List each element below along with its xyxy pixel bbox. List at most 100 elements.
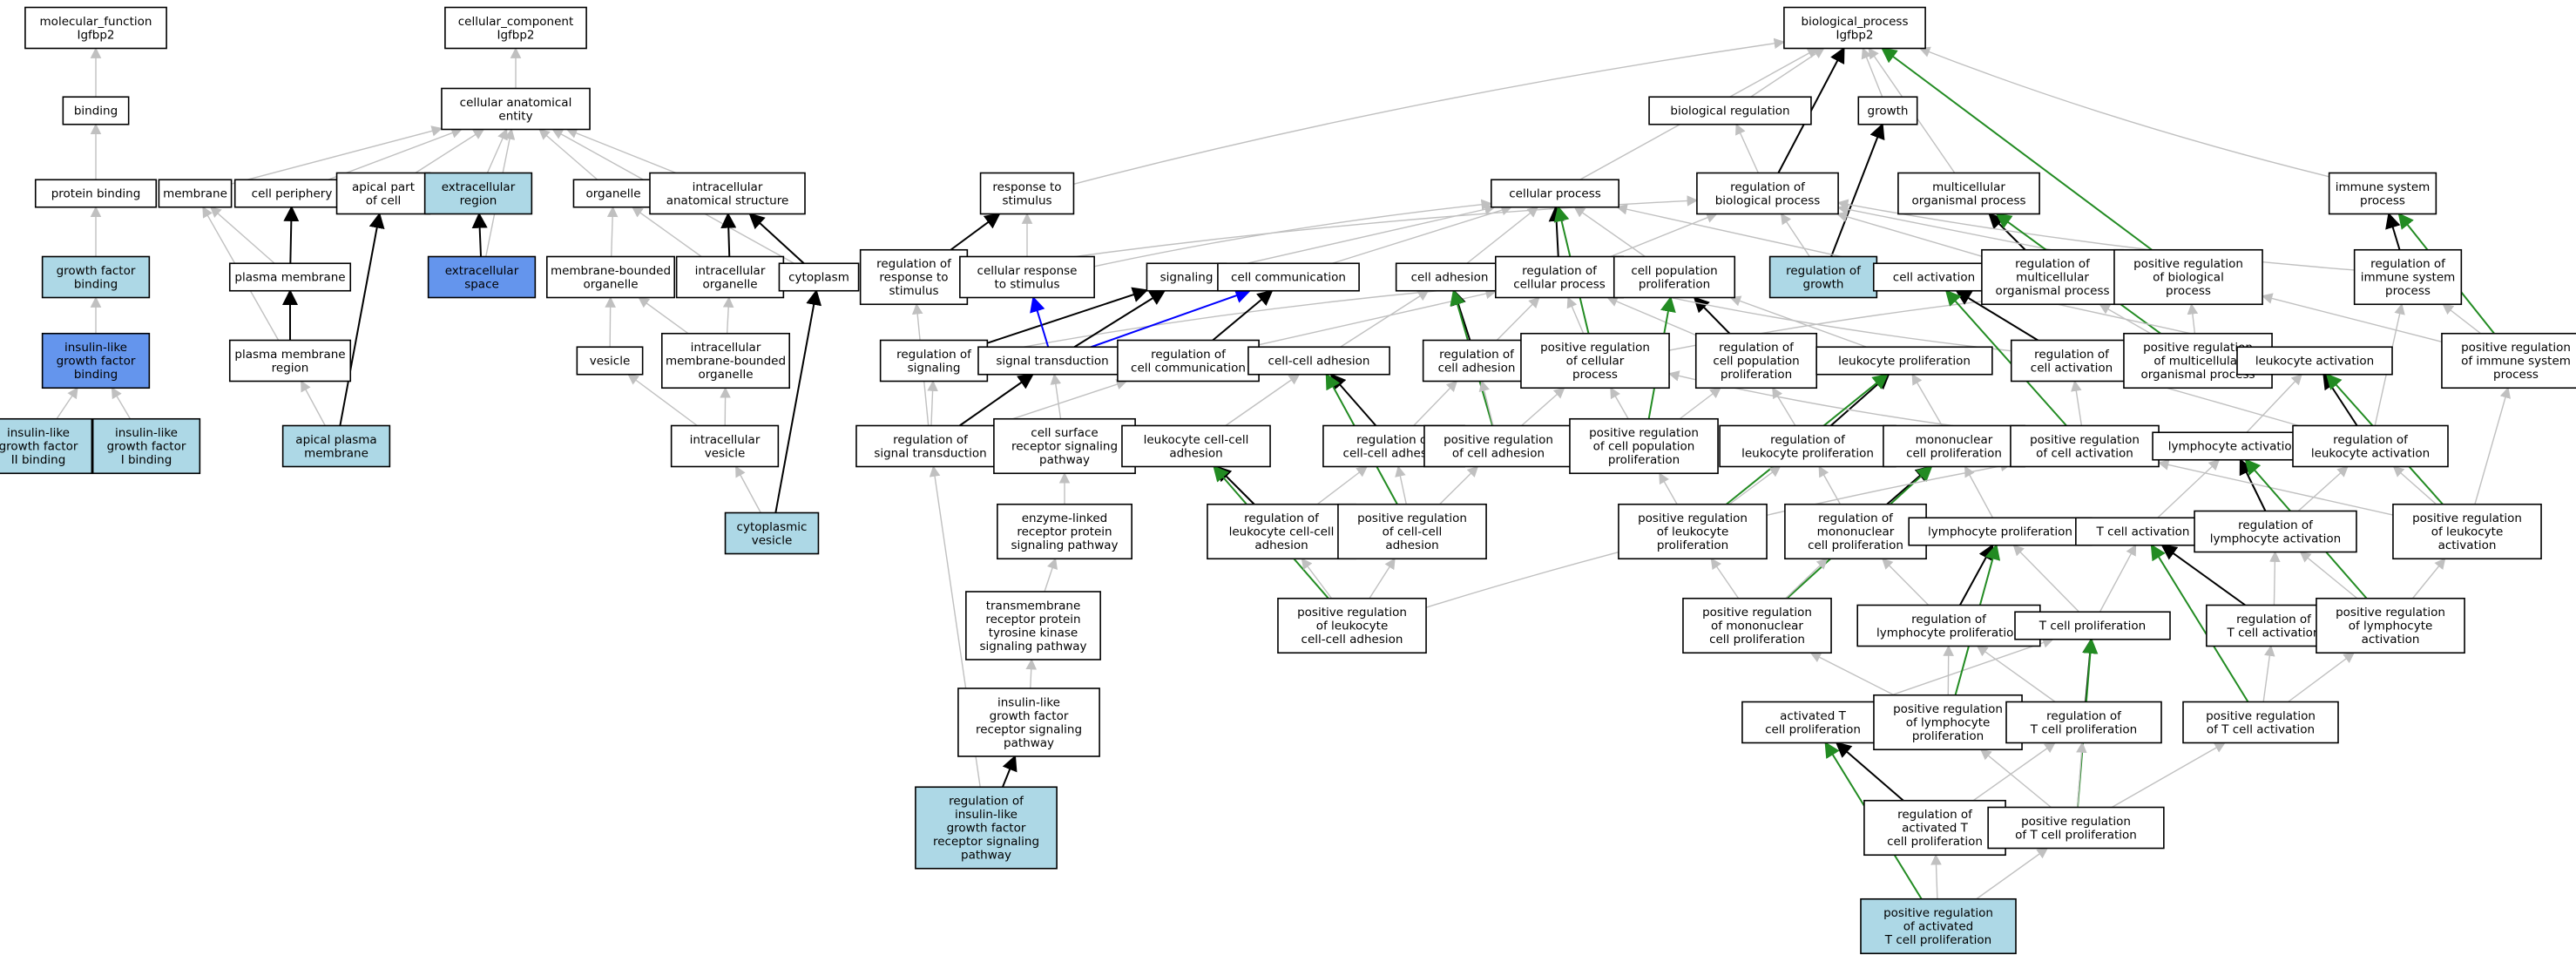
go-term-node-tcellprolif[interactable]: T cell proliferation bbox=[2014, 611, 2171, 640]
go-term-node-cytoplasm[interactable]: cytoplasm bbox=[778, 262, 860, 292]
go-term-node-vesicle[interactable]: vesicle bbox=[576, 346, 644, 376]
go-term-node-signaling[interactable]: signaling bbox=[1146, 262, 1227, 292]
go-term-node-leukact[interactable]: leukocyte activation bbox=[2236, 346, 2393, 376]
edge-is-a bbox=[927, 380, 938, 426]
go-term-label-line: cellular process bbox=[1509, 187, 1601, 201]
edge-part-of bbox=[339, 212, 385, 426]
go-term-node-membrane[interactable]: membrane bbox=[158, 179, 233, 208]
go-term-node-cellper[interactable]: cell periphery bbox=[233, 179, 350, 208]
go-term-node-lymphact[interactable]: lymphocyte activation bbox=[2152, 431, 2316, 461]
go-term-node-cellcomm[interactable]: cell communication bbox=[1217, 262, 1360, 292]
go-term-node-leukprolif[interactable]: leukocyte proliferation bbox=[1815, 346, 1993, 376]
go-term-node-growth[interactable]: growth bbox=[1857, 96, 1918, 125]
go-term-node-binding[interactable]: binding bbox=[62, 96, 130, 125]
go-term-node-lymphprolif[interactable]: lymphocyte proliferation bbox=[1908, 517, 2093, 546]
go-term-node-tcellact[interactable]: T cell activation bbox=[2075, 517, 2211, 546]
go-term-node-protbind[interactable]: protein binding bbox=[34, 179, 158, 208]
go-term-node-pm[interactable]: plasma membrane bbox=[228, 262, 352, 292]
go-term-node-celladh[interactable]: cell adhesion bbox=[1395, 262, 1504, 292]
edge-is-a bbox=[1610, 387, 1629, 420]
edge-is-a bbox=[328, 127, 463, 180]
go-term-node-bioreg[interactable]: biological regulation bbox=[1648, 96, 1812, 125]
go-term-label-line: cell communication bbox=[1131, 361, 1246, 375]
go-term-node-organelle[interactable]: organelle bbox=[572, 179, 654, 208]
go-term-node-regtcellprolif[interactable]: regulation ofT cell proliferation bbox=[2005, 701, 2162, 744]
go-term-node-cellproc[interactable]: cellular process bbox=[1491, 179, 1620, 208]
go-term-node-sigtrans[interactable]: signal transduction bbox=[977, 346, 1127, 376]
go-term-label-line: Igfbp2 bbox=[1836, 28, 1873, 42]
go-term-node-ccadh[interactable]: cell-cell adhesion bbox=[1247, 346, 1390, 376]
edge-part-of bbox=[1988, 213, 2026, 251]
go-term-label-line: growth bbox=[1803, 277, 1844, 291]
go-term-node-cellact[interactable]: cell activation bbox=[1872, 262, 1996, 292]
